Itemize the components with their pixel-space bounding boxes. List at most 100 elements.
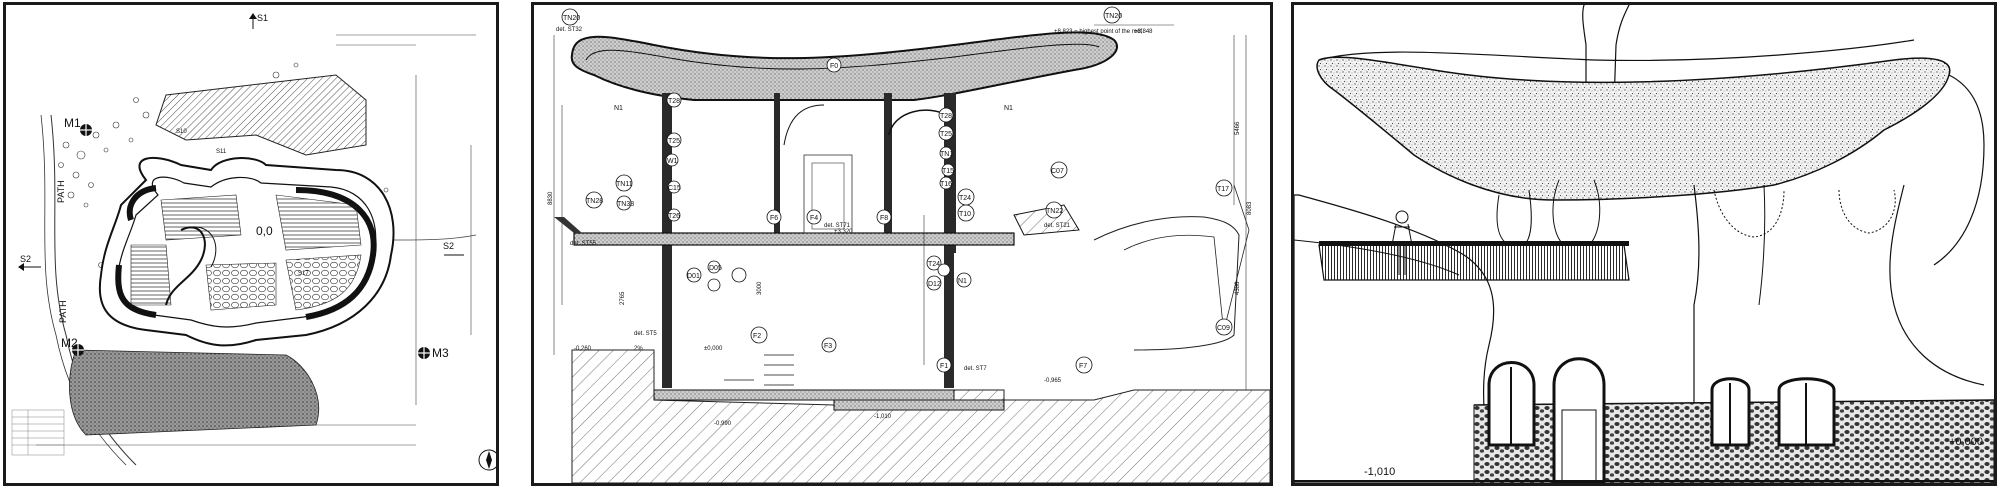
dim-det-st32: det. ST32 (556, 27, 583, 33)
chimney (1582, 5, 1630, 106)
dimension-lines (553, 24, 1247, 390)
dim-h-8083: 8083 (1247, 201, 1253, 215)
tag-t24-a: T24 (959, 195, 971, 202)
label-s2-right: S2 (443, 241, 454, 251)
dim-lvl-m0990: -0,990 (714, 421, 732, 427)
elevation-panel: -1,010 +0,000 (1291, 2, 1997, 486)
elevation-drawing: -1,010 +0,000 (1294, 5, 1994, 483)
dim-det-st5: det. ST5 (634, 331, 657, 337)
window-left-arched (1487, 361, 1536, 447)
tag-n1-right: N1 (1004, 105, 1013, 112)
roof-shell (570, 31, 1119, 101)
tag-f2: F2 (753, 333, 761, 340)
tag-tn1: TN1 (940, 151, 953, 158)
building-section-drawing: F0 TN20 TN20 T28 T28 T25 T25 W1 T15 T16 … (548, 6, 1270, 483)
hanging-loops (1496, 179, 1896, 246)
dim-lvl-p0000: ±0,000 (704, 346, 723, 352)
tag-t16: T16 (940, 181, 952, 188)
tag-t28-a: T28 (668, 98, 680, 105)
label-path-bottom: PATH (58, 300, 68, 323)
window-center (1710, 377, 1751, 447)
tag-t26: T26 (668, 213, 680, 220)
label-s2-left: S2 (20, 254, 31, 264)
tag-f1: F1 (940, 363, 948, 370)
tag-f3: F3 (824, 343, 832, 350)
dim-h-5466: 5466 (1235, 121, 1241, 135)
site-plan-panel: S1 M1 M2 M3 S2 S2 S10 S11 S17 0,0 PATH P… (3, 2, 499, 486)
paved-area (69, 349, 320, 436)
central-column (1693, 184, 1700, 483)
label-s17: S17 (298, 271, 309, 277)
tag-f7: F7 (1079, 363, 1087, 370)
site-plan-drawing: S1 M1 M2 M3 S2 S2 S10 S11 S17 0,0 PATH P… (11, 13, 496, 471)
tag-t17: T17 (1217, 186, 1229, 193)
label-level: 0,0 (256, 224, 273, 238)
dim-lvl-m1010: -1,010 (874, 414, 892, 420)
tag-f4: F4 (810, 215, 818, 222)
tag-c15: C15 (668, 185, 681, 192)
label-m2: M2 (61, 336, 78, 350)
annotation-tags (561, 6, 1233, 374)
roof-shell (1316, 56, 1951, 201)
label-m1: M1 (64, 116, 81, 130)
tag-tn38: TN38 (617, 201, 634, 208)
label-s11: S11 (216, 149, 227, 155)
label-m3: M3 (432, 346, 449, 360)
canopy (1093, 216, 1240, 351)
dim-pct: 2% (634, 346, 643, 352)
label-path-top: PATH (56, 180, 66, 203)
section-marker-s1 (249, 13, 257, 29)
dim-h-4388: 4388 (1235, 281, 1241, 295)
door-arched (1552, 357, 1606, 483)
dim-det-st55: det. ST55 (570, 241, 597, 247)
tag-d05: D05 (709, 265, 722, 272)
tag-f0: F0 (830, 63, 838, 70)
dim-h-3000: 3000 (757, 281, 763, 295)
dim-lvl-p3320: +3,320 (834, 229, 853, 235)
marker-m1 (80, 124, 92, 136)
tag-t28-b: T28 (940, 113, 952, 120)
north-arrow-icon (478, 449, 496, 471)
deck-top (155, 74, 367, 156)
window-right (1777, 377, 1836, 447)
tag-tn11: TN11 (616, 181, 633, 188)
tag-n1-low: N1 (958, 278, 967, 285)
dim-h-2765: 2765 (620, 291, 626, 305)
label-s10: S10 (176, 129, 187, 135)
building-section-panel: F0 TN20 TN20 T28 T28 T25 T25 W1 T15 T16 … (531, 2, 1273, 486)
tag-t25-b: T25 (940, 131, 952, 138)
level-right: +0,000 (1949, 436, 1983, 448)
tag-t25-a: T25 (668, 138, 680, 145)
tag-t15: T15 (942, 168, 954, 175)
ground-hatch (571, 349, 1270, 483)
dim-roof-note: +8,823 = highest point of the roof (1054, 29, 1142, 35)
tag-tn28: TN28 (586, 198, 603, 205)
tag-t10: T10 (959, 211, 971, 218)
section-marker-s2-left (18, 263, 41, 271)
tag-c07: C07 (1051, 168, 1064, 175)
tag-c09: C09 (1217, 325, 1230, 332)
tag-w1: W1 (667, 158, 678, 165)
dim-det-st7: det. ST7 (964, 366, 987, 372)
dim-lvl-m0260: -0,260 (574, 346, 592, 352)
marker-m3 (418, 347, 430, 359)
spiral-stair (165, 226, 206, 306)
balcony-deck (1318, 244, 1630, 281)
dim-roof-level: +8,848 (1134, 29, 1153, 35)
tag-tn22: TN22 (1046, 208, 1063, 215)
tag-n1-left: N1 (614, 105, 623, 112)
tag-d01: D01 (687, 273, 700, 280)
tag-d12: D12 (928, 281, 941, 288)
person-figure (1391, 210, 1413, 275)
marker-m2 (72, 344, 84, 356)
tag-tn20-left: TN20 (563, 15, 580, 22)
dim-det-st71: det. ST71 (824, 223, 851, 229)
floor-slab (573, 232, 1015, 246)
dim-h-8830: 8830 (548, 191, 554, 205)
legend-table (11, 409, 65, 456)
dim-lvl-m0965: -0,965 (1044, 378, 1062, 384)
tag-f6: F6 (770, 215, 778, 222)
left-support (1294, 194, 1495, 483)
tag-tn20-right: TN20 (1105, 13, 1122, 20)
label-s1: S1 (257, 13, 268, 23)
